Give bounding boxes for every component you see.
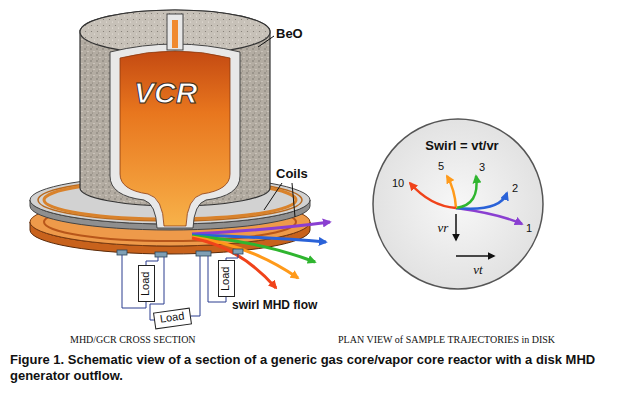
callout-number: 10 [392, 177, 404, 189]
disk-outline [373, 119, 543, 289]
leader-line [292, 183, 295, 217]
electrode [196, 251, 211, 256]
flow-label: swirl MHD flow [232, 298, 317, 312]
leader-line [258, 36, 274, 47]
section-title: PLAN VIEW of SAMPLE TRAJECTORIES in DISK [338, 334, 555, 345]
vessel-liner [110, 44, 240, 228]
part-label: BeO [276, 26, 303, 41]
disk-plan-fill [373, 119, 543, 289]
beo-cap [80, 10, 270, 54]
load-box: Load [138, 265, 155, 302]
load-label: Load [159, 309, 186, 325]
figure-caption: Figure 1. Schematic view of a section of… [10, 352, 630, 384]
load-box: Load [152, 307, 191, 329]
section-title: MHD/GCR CROSS SECTION [70, 334, 196, 345]
electrode [117, 250, 127, 255]
disk-plan-view: Swirl = vt/vr 10 5 3 2 1 vr vt [372, 118, 544, 290]
velocity-symbol: vt [473, 262, 482, 278]
trajectory [447, 176, 456, 208]
flow-arrow [192, 222, 330, 234]
trajectory [456, 176, 477, 208]
velocity-symbol: vr [438, 220, 449, 236]
load-box: Load [218, 260, 235, 297]
load-label: Load [219, 266, 232, 291]
vapor-core [120, 51, 230, 226]
callout-number: 3 [479, 161, 485, 173]
leader-line [264, 183, 282, 210]
trajectory [410, 183, 456, 208]
part-label: Coils [276, 166, 308, 181]
top-port-core [172, 20, 178, 48]
radial-velocity-arrow [455, 214, 457, 240]
swirl-formula: Swirl = vt/vr [425, 138, 498, 153]
top-port [167, 14, 183, 50]
callout-number: 5 [438, 160, 444, 172]
callout-number: 1 [526, 222, 532, 234]
callout-number: 2 [512, 182, 518, 194]
electrode [233, 249, 243, 254]
core-label: VCR [134, 76, 197, 110]
wire [189, 256, 200, 316]
trajectory [456, 208, 522, 224]
load-label: Load [139, 271, 152, 296]
tangential-velocity-arrow [456, 255, 494, 257]
electrode [155, 252, 167, 257]
